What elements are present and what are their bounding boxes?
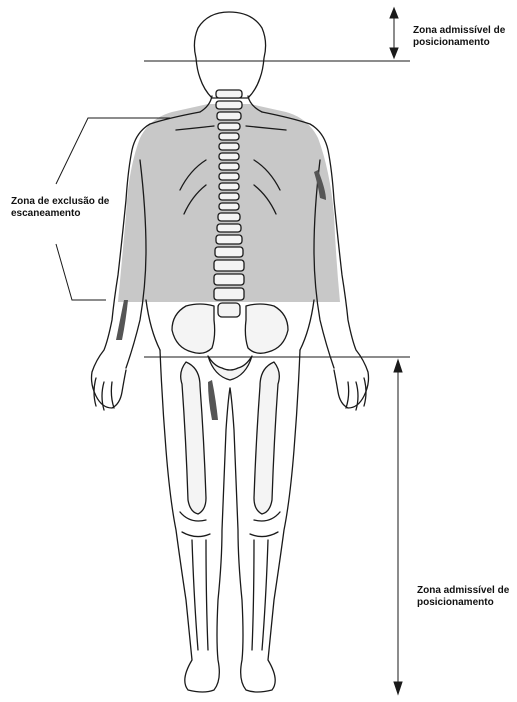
right-femur: [254, 362, 279, 514]
shadow-left-arm: [116, 300, 128, 340]
left-femur: [181, 362, 206, 514]
exclusion-zone-label-line2: escaneamento: [11, 208, 109, 220]
exclusion-zone-label-line1: Zona de exclusão de: [11, 196, 109, 208]
shadow-thigh: [208, 380, 218, 420]
exclusion-zone-label: Zona de exclusão de escaneamento: [11, 196, 109, 220]
top-zone-label-line2: posicionamento: [413, 37, 505, 49]
left-shin: [192, 540, 208, 650]
left-knee: [180, 512, 210, 537]
top-zone-label-line1: Zona admissível de: [413, 25, 505, 37]
bottom-zone-label-line2: posicionamento: [417, 597, 509, 609]
top-zone-label: Zona admissível de posicionamento: [413, 25, 505, 49]
bottom-zone-label-line1: Zona admissível de: [417, 585, 509, 597]
right-shin: [252, 540, 268, 650]
right-knee: [250, 512, 280, 537]
bottom-zone-label: Zona admissível de posicionamento: [417, 585, 509, 609]
pubic-region: [208, 356, 252, 380]
bottom-zone-arrow: [394, 360, 402, 694]
top-zone-arrow: [390, 8, 398, 58]
head: [194, 12, 265, 98]
